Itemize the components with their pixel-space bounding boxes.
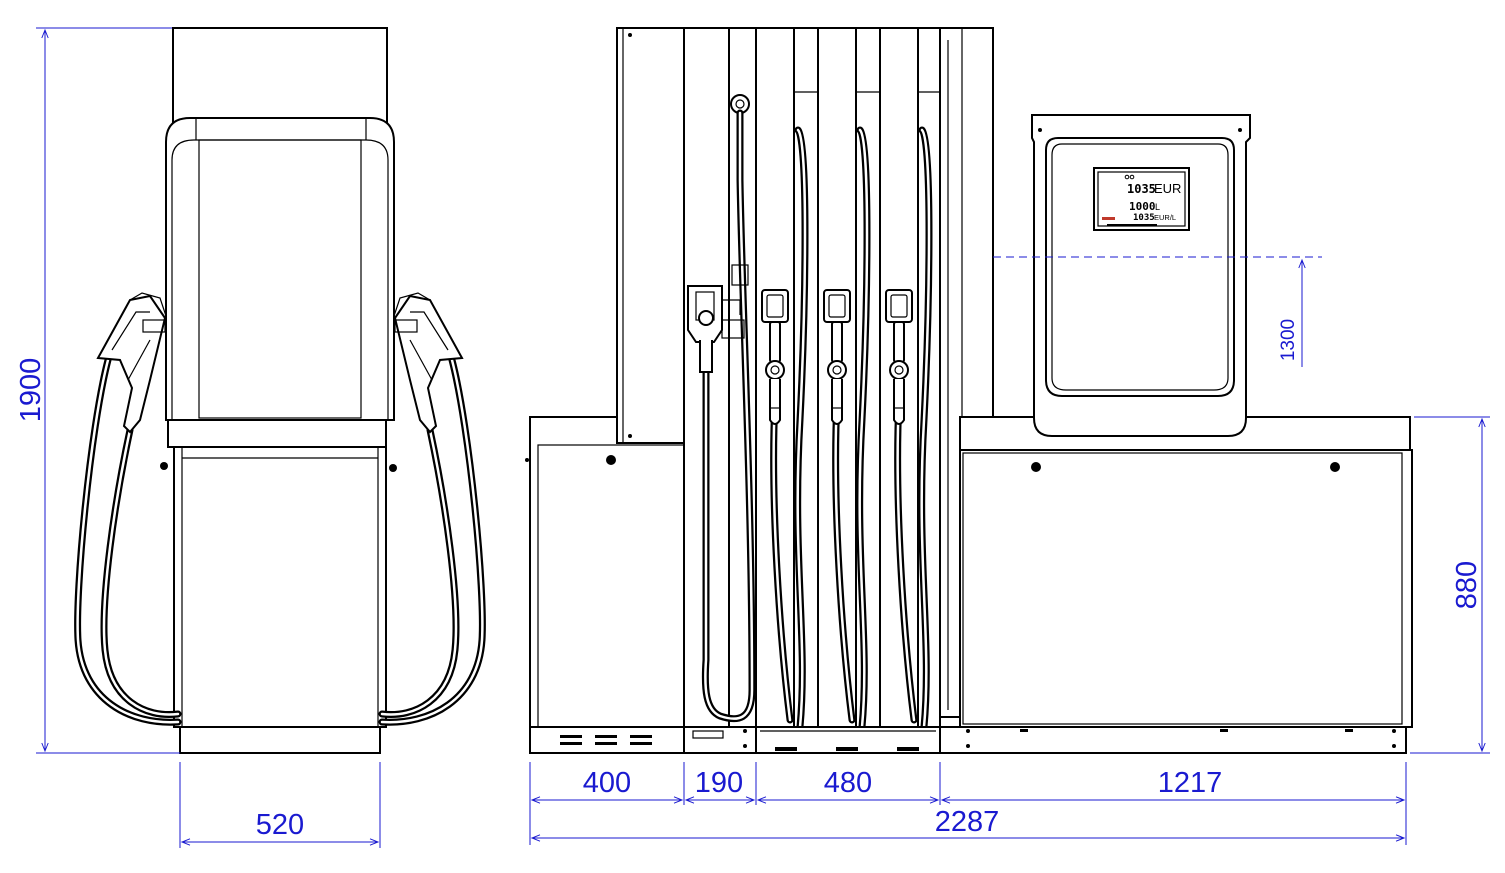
- price-display: 1035 EUR 1000 L 1035 EUR/L: [1093, 167, 1190, 231]
- lcd-amount: 1035: [1127, 182, 1156, 196]
- dim-width-total: 2287: [935, 806, 1000, 838]
- dim-display-height: 1300: [1278, 319, 1299, 361]
- lcd-price-unit: EUR/L: [1154, 213, 1176, 222]
- dimension-lines: 1900 520 400 190 480 1217 2287 880: [15, 27, 1490, 848]
- dim-height-total: 1900: [15, 358, 47, 423]
- lcd-amount-unit: EUR: [1154, 181, 1181, 196]
- dim-seg-480: 480: [824, 767, 872, 799]
- dim-seg-400: 400: [583, 767, 631, 799]
- lcd-price: 1035: [1133, 213, 1155, 223]
- front-view: 1035 EUR 1000 L 1035 EUR/L: [525, 27, 1413, 754]
- dim-base-height: 880: [1451, 561, 1483, 609]
- lcd-volume-unit: L: [1155, 202, 1160, 212]
- dim-width-side: 520: [256, 809, 304, 841]
- vent-slots: [560, 735, 652, 745]
- side-view: [74, 27, 486, 754]
- dim-seg-190: 190: [695, 767, 743, 799]
- lcd-volume: 1000: [1129, 200, 1156, 213]
- lcd-indicator: [1102, 217, 1115, 220]
- dim-seg-1217: 1217: [1158, 767, 1223, 799]
